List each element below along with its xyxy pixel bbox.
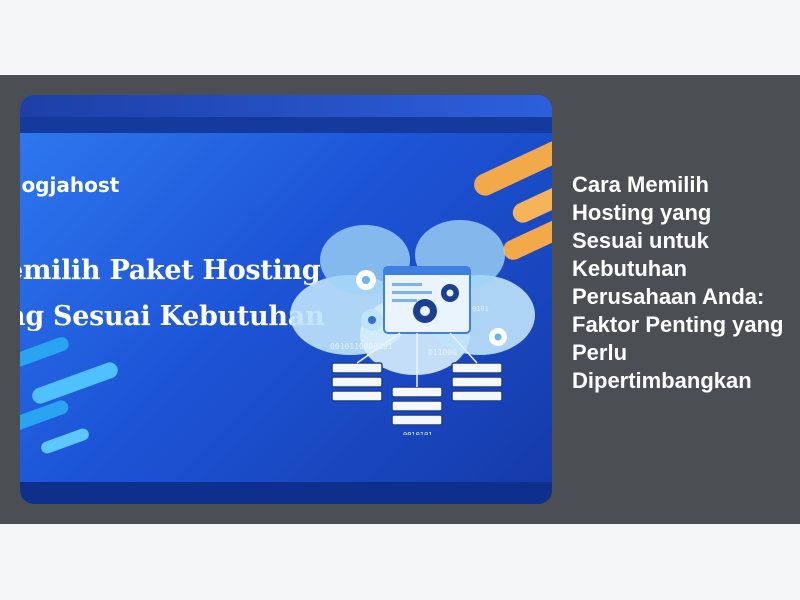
gear-icon (356, 270, 376, 290)
server-icon (331, 362, 383, 402)
article-thumbnail[interactable]: Jogjahost emilih Paket Hosting ng Sesuai… (20, 95, 552, 504)
thumbnail-top-band (20, 117, 552, 133)
brand-logo: Jogjahost (20, 173, 119, 197)
gear-icon (441, 284, 459, 302)
thumbnail-headline-line1: emilih Paket Hosting (20, 255, 321, 286)
gear-icon (361, 309, 383, 331)
server-icon (451, 362, 503, 402)
binary-text-right: 011000 (428, 348, 457, 357)
binary-text-bottom: 0010101 (403, 431, 433, 435)
decorative-stripes-orange (474, 136, 552, 260)
brand-logo-text: Jogjahost (20, 173, 120, 197)
binary-text-top: 0101 (472, 305, 489, 313)
thumbnail-bottom-band (20, 482, 552, 504)
binary-text-left: 0010110000101 (330, 342, 393, 351)
gear-icon (489, 328, 507, 346)
server-cloud-illustration: 0010110000101 011000 0101 0010101 (290, 220, 535, 435)
article-card[interactable]: Jogjahost emilih Paket Hosting ng Sesuai… (0, 75, 800, 524)
thumbnail-headline-line2: ng Sesuai Kebutuhan (20, 301, 325, 332)
decorative-stripes-left (20, 337, 118, 454)
server-icon (391, 386, 443, 426)
article-title[interactable]: Cara Memilih Hosting yang Sesuai untuk K… (572, 172, 784, 393)
gear-icon (413, 299, 437, 323)
